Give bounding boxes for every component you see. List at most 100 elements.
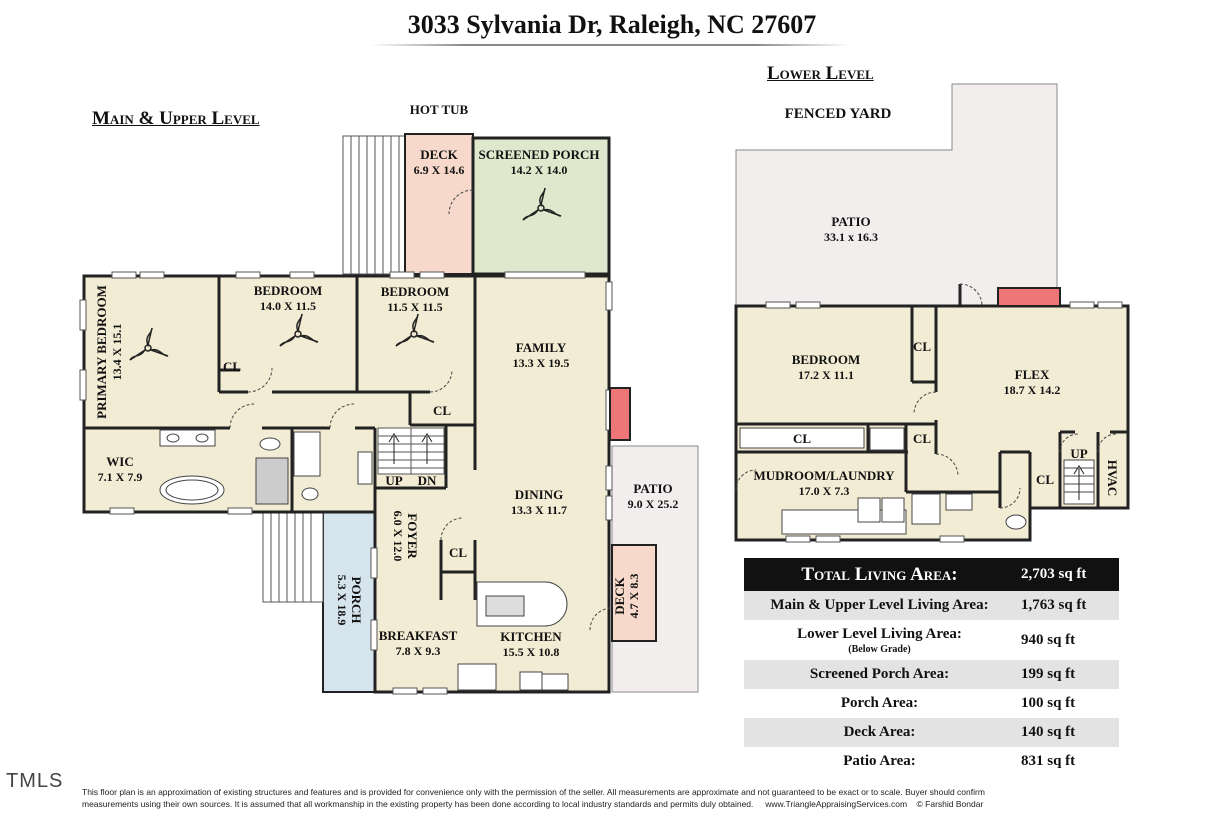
family-name: FAMILY [516, 340, 567, 355]
lower-level-heading: Lower Level [767, 63, 874, 84]
patio-main-name: PATIO [633, 481, 672, 496]
disclaimer-line-1: This floor plan is an approximation of e… [82, 787, 985, 797]
mls-logo: TMLS [6, 770, 64, 792]
lower-fixtures [739, 427, 1095, 535]
area-value: 1,763 sq ft [1015, 591, 1119, 620]
closet-label: CL [449, 545, 467, 560]
area-label: Lower Level Living Area: [797, 625, 962, 642]
wic-dims: 7.1 X 7.9 [98, 470, 143, 484]
total-living-area-row: Total Living Area: 2,703 sq ft [744, 558, 1119, 591]
stairs-up-label: UP [385, 473, 402, 488]
area-label: Total Living Area: [744, 558, 1015, 591]
dining-dims: 13.3 X 11.7 [511, 503, 567, 517]
title-rule [370, 44, 850, 46]
ceiling-fans [129, 187, 562, 361]
main-level-heading: Main & Upper Level [92, 108, 260, 129]
bedroom-2-name: BEDROOM [254, 283, 323, 298]
kitchen-fixtures [457, 581, 569, 691]
flex-dims: 18.7 X 14.2 [1004, 383, 1061, 397]
area-value: 940 sq ft [1021, 631, 1076, 648]
interior-walls [84, 276, 477, 600]
wic-name: WIC [106, 454, 133, 469]
mudroom-dims: 17.0 X 7.3 [799, 484, 850, 498]
hot-tub-label: HOT TUB [410, 102, 469, 117]
closet-label: CL [913, 431, 931, 446]
area-row: Lower Level Living Area: (Below Grade) 9… [744, 620, 1119, 660]
area-value: 2,703 sq ft [1015, 558, 1119, 591]
area-label: Main & Upper Level Living Area: [744, 591, 1015, 620]
lower-windows [765, 301, 1123, 543]
disclaimer-line-2: measurements using their own sources. It… [82, 799, 754, 809]
area-label: Screened Porch Area: [744, 660, 1015, 689]
area-value: 831 sq ft [1021, 753, 1076, 769]
rear-stairs [342, 135, 406, 275]
deck-dims: 6.9 X 14.6 [414, 163, 465, 177]
area-row: Screened Porch Area: 199 sq ft [744, 660, 1119, 689]
closet-label: CL [223, 359, 241, 374]
interior-stairs [377, 427, 445, 475]
hvac-label: HVAC [1105, 460, 1120, 497]
family-dims: 13.3 X 19.5 [513, 356, 570, 370]
website-link[interactable]: www.TriangleAppraisingServices.com [765, 799, 908, 809]
flex-name: FLEX [1015, 367, 1050, 382]
area-row: Porch Area: 100 sq ft [744, 689, 1119, 718]
deck-name: DECK [420, 147, 458, 162]
area-row: Deck Area: 140 sq ft [744, 718, 1119, 747]
porch-name: PORCH [349, 577, 364, 624]
copyright: © Farshid Bondar [916, 799, 984, 809]
area-sublabel: (Below Grade) [848, 643, 911, 655]
kitchen-dims: 15.5 X 10.8 [503, 645, 560, 659]
fenced-yard-label: FENCED YARD [785, 106, 892, 122]
porch-dims: 5.3 X 18.9 [335, 575, 349, 626]
lower-level-plan: FENCED YARD [734, 83, 1130, 543]
closet-label: CL [1036, 472, 1054, 487]
breakfast-name: BREAKFAST [379, 628, 458, 643]
lower-interior-walls [736, 284, 1128, 508]
area-value: 199 sq ft [1015, 660, 1119, 689]
bedroom-2-dims: 14.0 X 11.5 [260, 299, 316, 313]
area-row: Patio Area: 831 sq ft [744, 747, 1119, 776]
dining-name: DINING [515, 487, 563, 502]
disclaimer-footer: This floor plan is an approximation of e… [82, 786, 1142, 810]
kitchen-name: KITCHEN [500, 629, 562, 644]
deck-small-dims: 4.7 X 8.3 [627, 574, 641, 619]
bedroom-lower-name: BEDROOM [792, 352, 861, 367]
breakfast-dims: 7.8 X 9.3 [396, 644, 441, 658]
door-swings [229, 189, 613, 631]
front-stairs [262, 509, 324, 603]
closet-label: CL [433, 403, 451, 418]
primary-bedroom-dims: 13.4 X 15.1 [110, 324, 124, 381]
primary-bedroom-name: PRIMARY BEDROOM [94, 285, 109, 419]
bedroom-3-dims: 11.5 X 11.5 [387, 300, 442, 314]
area-label: Deck Area: [744, 718, 1015, 747]
bedroom-3-name: BEDROOM [381, 284, 450, 299]
main-level-plan: HOT TUB DECK 6.9 X 14.6 SCREENED PORCH 1… [79, 102, 699, 695]
closet-label: CL [913, 339, 931, 354]
screened-porch-name: SCREENED PORCH [479, 147, 600, 162]
area-table: Total Living Area: 2,703 sq ft Main & Up… [744, 558, 1119, 776]
area-value: 140 sq ft [1015, 718, 1119, 747]
closet-label: CL [793, 431, 811, 446]
mudroom-name: MUDROOM/LAUNDRY [753, 468, 895, 483]
area-value: 100 sq ft [1021, 695, 1076, 711]
screened-porch-dims: 14.2 X 14.0 [511, 163, 568, 177]
area-label: Porch Area: [840, 695, 919, 711]
disclaimer-line-2-wrap: measurements using their own sources. It… [82, 798, 1142, 810]
deck-small-name: DECK [612, 576, 627, 614]
patio-main-dims: 9.0 X 25.2 [628, 497, 679, 511]
bath-fixtures [159, 429, 373, 505]
page-title: 3033 Sylvania Dr, Raleigh, NC 27607 [407, 10, 817, 39]
fireplace [609, 387, 631, 441]
stairs-up-label: UP [1070, 446, 1087, 461]
foyer-name: FOYER [405, 513, 420, 559]
patio-lower-dims: 33.1 x 16.3 [824, 230, 878, 244]
patio-lower-name: PATIO [831, 214, 870, 229]
lower-door-swings [735, 283, 1117, 509]
foyer-dims: 6.0 X 12.0 [391, 511, 405, 562]
lower-fireplace [997, 287, 1061, 307]
stairs-down-label: DN [418, 473, 437, 488]
main-windows [79, 271, 613, 695]
area-label-cell: Lower Level Living Area: (Below Grade) [744, 620, 1015, 660]
area-row: Main & Upper Level Living Area: 1,763 sq… [744, 591, 1119, 620]
